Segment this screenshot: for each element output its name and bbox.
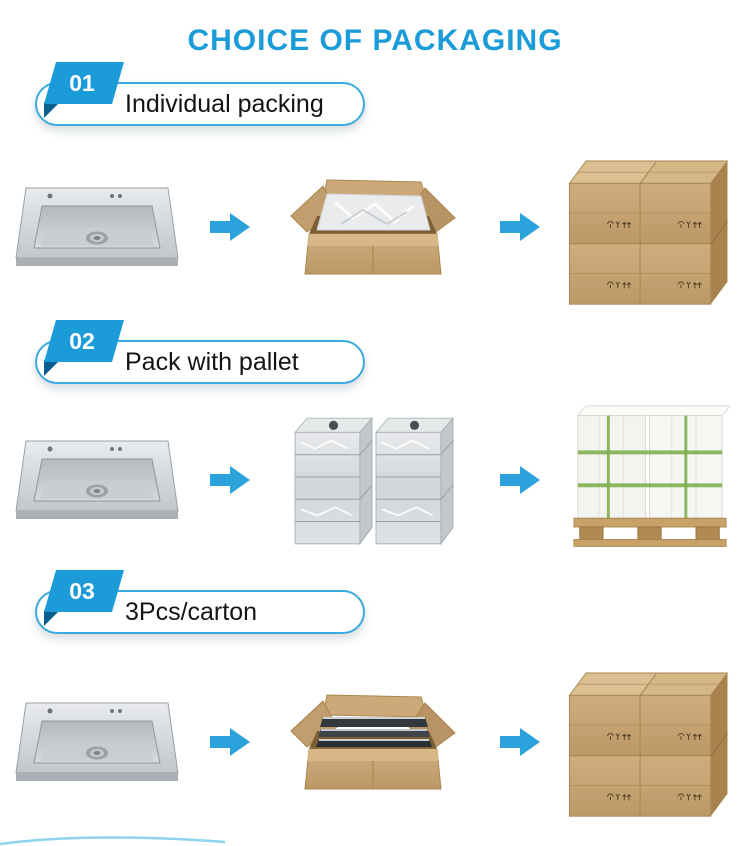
carton-stack-image bbox=[562, 146, 734, 309]
arrow-right-icon bbox=[210, 726, 250, 758]
sink-image bbox=[12, 433, 182, 528]
section-2-label-pill: Pack with pallet bbox=[35, 340, 365, 384]
page-title: CHOICE OF PACKAGING bbox=[187, 24, 563, 57]
arrow-right-icon bbox=[500, 211, 540, 243]
section-2-number: 02 bbox=[69, 328, 95, 354]
section-3-number: 03 bbox=[69, 578, 95, 604]
wrapped-sink-stacks-image bbox=[293, 410, 455, 547]
ribbon-body bbox=[44, 570, 124, 612]
ribbon-body bbox=[44, 62, 124, 104]
section-1-number-badge: 01 bbox=[44, 62, 124, 118]
ribbon-fold bbox=[44, 360, 60, 376]
pallet-load-image bbox=[570, 402, 730, 557]
arrow-right-icon bbox=[500, 464, 540, 496]
open-carton-wrapped-sink-image bbox=[283, 172, 463, 282]
arrow-right-icon bbox=[210, 211, 250, 243]
arrow-right-icon bbox=[210, 464, 250, 496]
sink-image bbox=[12, 180, 182, 275]
section-3-number-badge: 03 bbox=[44, 570, 124, 626]
section-1-label: Individual packing bbox=[125, 89, 324, 118]
ribbon-fold bbox=[44, 102, 60, 118]
section-2-number-badge: 02 bbox=[44, 320, 124, 376]
section-1-number: 01 bbox=[69, 70, 95, 96]
footer-wave-decoration bbox=[0, 836, 226, 846]
open-carton-three-sinks-image bbox=[283, 687, 463, 797]
carton-stack-image bbox=[562, 658, 734, 821]
sink-image bbox=[12, 695, 182, 790]
arrow-right-icon bbox=[500, 726, 540, 758]
section-3-label: 3Pcs/carton bbox=[125, 597, 258, 626]
ribbon-fold bbox=[44, 610, 60, 626]
ribbon-body bbox=[44, 320, 124, 362]
section-2-label: Pack with pallet bbox=[125, 347, 299, 376]
